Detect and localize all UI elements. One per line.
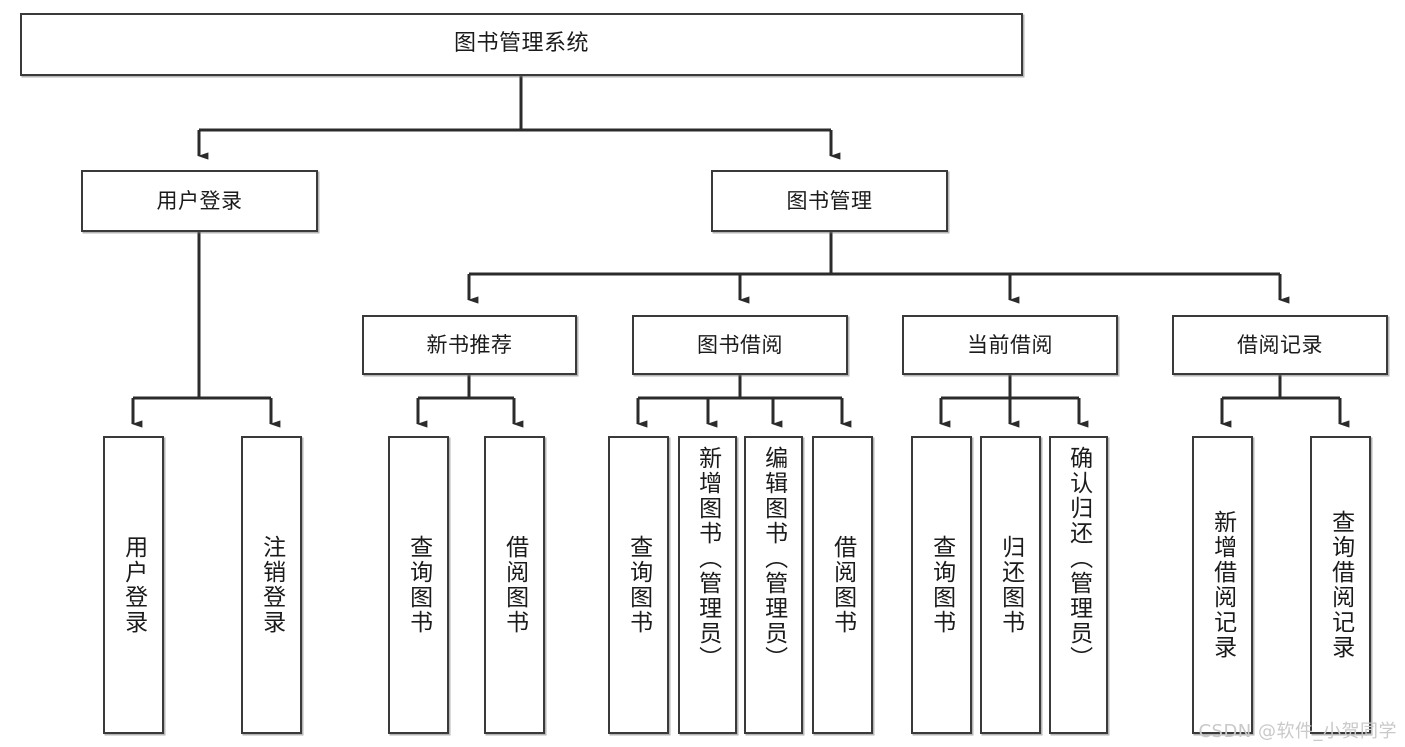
leaf-borrow-borrow-book[interactable]: 借阅图书 (812, 436, 873, 734)
leaf-borrow-edit-book[interactable]: 编辑图书（管理员） (744, 436, 803, 734)
node-label: 新书推荐 (426, 332, 513, 357)
node-label: 当前借阅 (967, 332, 1053, 357)
leaf-current-confirm-return[interactable]: 确认归还（管理员） (1049, 436, 1108, 734)
node-book-borrow[interactable]: 图书借阅 (632, 315, 848, 375)
node-label: 查询图书 (928, 535, 955, 635)
leaf-current-return-book[interactable]: 归还图书 (980, 436, 1041, 734)
node-label: 注销登录 (258, 535, 285, 635)
leaf-new-book-query[interactable]: 查询图书 (388, 436, 449, 734)
leaf-record-add[interactable]: 新增借阅记录 (1192, 436, 1253, 734)
node-label: 归还图书 (997, 535, 1024, 635)
node-label: 查询借阅记录 (1327, 510, 1354, 660)
leaf-record-query[interactable]: 查询借阅记录 (1310, 436, 1371, 734)
leaf-user-login[interactable]: 用户登录 (103, 436, 164, 734)
node-label: 借阅图书 (829, 535, 856, 635)
leaf-borrow-query-book[interactable]: 查询图书 (608, 436, 669, 734)
node-root-system[interactable]: 图书管理系统 (20, 13, 1023, 76)
node-label: 新增借阅记录 (1209, 510, 1236, 660)
leaf-logout[interactable]: 注销登录 (241, 436, 302, 734)
node-label: 用户登录 (156, 188, 243, 213)
node-label: 编辑图书（管理员） (760, 446, 787, 671)
node-current-borrow[interactable]: 当前借阅 (902, 315, 1118, 375)
node-borrow-record[interactable]: 借阅记录 (1172, 315, 1388, 375)
node-user-login[interactable]: 用户登录 (81, 170, 318, 232)
node-label: 借阅记录 (1237, 332, 1323, 357)
node-book-management[interactable]: 图书管理 (711, 170, 948, 232)
node-label: 图书管理 (786, 188, 873, 213)
csdn-watermark: CSDN @软件_小贺同学 (1198, 721, 1397, 742)
leaf-borrow-add-book[interactable]: 新增图书（管理员） (678, 436, 737, 734)
node-label: 图书管理系统 (453, 31, 589, 57)
node-new-book-recommend[interactable]: 新书推荐 (362, 315, 577, 375)
leaf-current-query-book[interactable]: 查询图书 (911, 436, 972, 734)
node-label: 确认归还（管理员） (1065, 446, 1092, 671)
node-label: 查询图书 (405, 535, 432, 635)
node-label: 图书借阅 (697, 332, 783, 357)
node-label: 查询图书 (625, 535, 652, 635)
leaf-new-book-borrow[interactable]: 借阅图书 (484, 436, 545, 734)
node-label: 借阅图书 (501, 535, 528, 635)
node-label: 新增图书（管理员） (694, 446, 721, 671)
node-label: 用户登录 (120, 535, 147, 635)
